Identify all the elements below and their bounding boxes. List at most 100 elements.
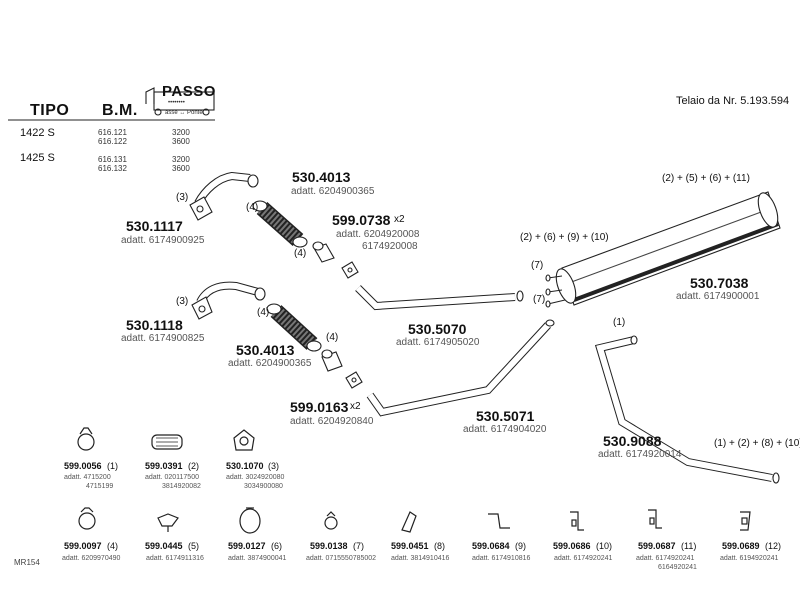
sleeve-upper-drawing [312,241,335,263]
legend-sub-599-0097: adatt. 6209970490 [62,555,121,562]
strap-hanger-icon [648,509,662,529]
legend-sub-599-0687-b: 6164920241 [658,564,697,571]
part-adatt-530-4013-lower: adatt. 6204900365 [228,358,312,369]
legend-pn-599-0097: 599.0097 [64,541,102,551]
callout-4-lower-sleeve: (4) [326,332,339,343]
legend-pn-599-0687: 599.0687 [638,541,676,551]
flexible-connector-icon [151,434,183,450]
legend-sub-599-0138: adatt. 0715550785002 [306,555,377,562]
row-passo-1422-b: 3600 [172,137,190,146]
small-clamp-icon [324,511,338,530]
flex-pipe-lower-drawing [266,303,322,352]
part-number-530-1118: 530.1118 [126,317,183,333]
legend-sub-599-0445: adatt. 6174911316 [146,555,204,562]
legend-sub-599-0056-b: 4715199 [86,483,114,490]
clamp-ring-icon [77,427,95,451]
clamp-upper-drawing [341,261,359,279]
diagram-code: MR154 [14,558,40,567]
flex-pipe-upper-drawing [252,200,308,248]
flange-gasket-icon [233,429,255,451]
callout-7-upper: (7) [531,260,544,271]
callout-group-muffler-inlet: (2) + (6) + (9) + (10) [520,232,609,243]
legend-sub-599-0391-b: 3814920082 [162,483,201,490]
clamp-lower-drawing [345,371,363,389]
row-bm-1425-a: 616.131 [98,155,127,164]
legend-sub-599-0687-a: adatt. 6174920241 [636,555,695,562]
muffler-drawing [545,191,781,308]
legend-sub-599-0686: adatt. 6174920241 [554,555,613,562]
downpipe-lower-drawing [191,281,266,320]
bracket-icon [157,513,179,532]
pipe-5070-drawing [355,285,524,311]
legend-sub-599-0689: adatt. 6194920241 [720,555,779,562]
legend-sub-530-1070-b: 3034900080 [244,483,283,490]
callout-4-upper-flex: (4) [246,202,259,213]
legend-sub-599-0684: adatt. 6174910816 [472,555,531,562]
part-mult-599-0163: x2 [350,401,361,412]
part-adatt-530-5071: adatt. 6174904020 [463,424,547,435]
legend-sub-599-0056-a: adatt. 4715200 [64,474,111,481]
part-adatt-599-0738-a: adatt. 6204920008 [336,229,420,240]
legend-ref-4: (4) [107,541,118,551]
part-number-530-4013-lower: 530.4013 [236,342,295,358]
part-adatt-530-9088: adatt. 6174920014 [598,449,682,460]
row-passo-1422-a: 3200 [172,128,190,137]
ring-clamp-icon [78,507,96,530]
row-bm-1422-b: 616.122 [98,137,127,146]
legend-ref-5: (5) [188,541,199,551]
legend-pn-599-0686: 599.0686 [553,541,591,551]
callout-4-upper-sleeve: (4) [294,248,307,259]
part-number-530-4013-upper: 530.4013 [292,169,351,185]
legend-ref-7: (7) [353,541,364,551]
part-number-530-7038: 530.7038 [690,275,749,291]
row-bm-1422-a: 616.121 [98,128,127,137]
downpipe-upper-drawing [189,171,259,221]
legend-sub-599-0391-a: adatt. 020117500 [145,474,199,481]
pipe-5071-drawing [366,319,555,417]
hanger-plate-icon [401,511,417,533]
part-adatt-530-1117: adatt. 6174900925 [121,235,205,246]
rubber-hanger-icon [740,511,751,531]
strap-icon [570,511,584,531]
part-adatt-599-0738-b: 6174920008 [362,241,418,252]
part-number-599-0738: 599.0738 [332,212,391,228]
legend-pn-599-0445: 599.0445 [145,541,183,551]
part-adatt-530-5070: adatt. 6174905020 [396,337,480,348]
part-number-530-5070: 530.5070 [408,321,467,337]
legend-pn-530-1070: 530.1070 [226,461,264,471]
sleeve-lower-drawing [321,349,343,372]
legend-pn-599-0056: 599.0056 [64,461,102,471]
legend-pn-599-0127: 599.0127 [228,541,266,551]
callout-3-upper: (3) [176,192,189,203]
part-number-530-9088: 530.9088 [603,433,662,449]
row-bm-1425-b: 616.132 [98,164,127,173]
legend-ref-6: (6) [271,541,282,551]
header-passo-sub1: •••••••• [168,100,185,106]
legend-sub-530-1070-a: adatt. 3024920080 [226,474,285,481]
header-passo: PASSO [162,83,216,100]
legend-sub-599-0127: adatt. 3874900041 [228,555,287,562]
callout-group-tailpipe: (1) + (2) + (8) + (10) [714,438,800,449]
legend-ref-10: (10) [596,541,613,551]
part-adatt-599-0163: adatt. 6204920840 [290,416,374,427]
legend-ref-8: (8) [434,541,445,551]
part-adatt-530-7038: adatt. 6174900001 [676,291,760,302]
legend-sub-599-0451: adatt. 3814910416 [391,555,450,562]
legend-ref-3: (3) [268,461,279,471]
part-adatt-530-1118: adatt. 6174900825 [121,333,205,344]
header-passo-sub2: asse ↔ Ponte [165,110,203,116]
callout-7-lower: (7) [533,294,546,305]
callout-group-muffler-top: (2) + (5) + (6) + (11) [662,173,750,184]
part-mult-599-0738: x2 [394,214,405,225]
tailpipe-drawing [594,335,780,484]
legend-ref-12: (12) [765,541,782,551]
header-tipo: TIPO [30,102,70,119]
legend-ref-1: (1) [107,461,118,471]
callout-4-lower-flex: (4) [257,307,270,318]
legend-pn-599-0684: 599.0684 [472,541,510,551]
part-adatt-530-4013-upper: adatt. 6204900365 [291,186,375,197]
legend-pn-599-0391: 599.0391 [145,461,183,471]
band-clamp-icon [239,507,261,534]
